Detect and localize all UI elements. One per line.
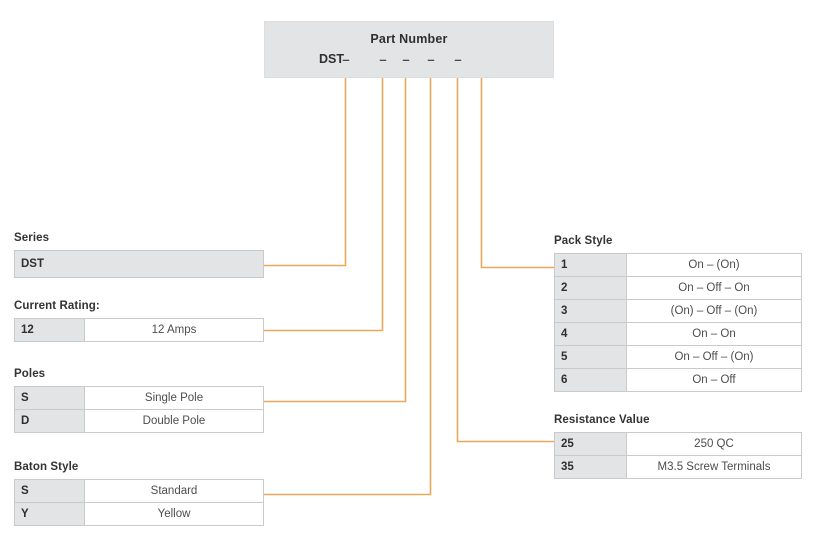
option-code: 12 (14, 318, 85, 342)
part-number-title: Part Number (370, 32, 448, 46)
part-number-slot-4: – (427, 52, 435, 67)
option-code: S (14, 386, 85, 410)
table-row: Y Yellow (14, 502, 264, 526)
option-code: 5 (554, 345, 627, 369)
group-label-baton-style: Baton Style (14, 461, 79, 473)
group-resistance-value: Resistance Value 25 250 QC 35 M3.5 Screw… (554, 414, 802, 479)
option-description: On – On (626, 322, 802, 346)
option-code: 1 (554, 253, 627, 277)
part-number-header-box: Part Number DST – – – – – (264, 21, 554, 78)
table-row: 4 On – On (554, 322, 802, 346)
group-poles: Poles S Single Pole D Double Pole (14, 368, 264, 433)
group-label-resistance-value: Resistance Value (554, 414, 650, 426)
option-description: On – Off – (On) (626, 345, 802, 369)
part-number-slot-3: – (402, 52, 410, 67)
part-number-prefix: DST (319, 52, 344, 66)
option-description: On – Off – On (626, 276, 802, 300)
connector-series (264, 78, 347, 267)
option-description: Double Pole (84, 409, 264, 433)
table-row: 25 250 QC (554, 432, 802, 456)
table-row: 35 M3.5 Screw Terminals (554, 455, 802, 479)
table-row: 1 On – (On) (554, 253, 802, 277)
group-label-pack-style: Pack Style (554, 235, 613, 247)
option-code: Y (14, 502, 85, 526)
series-value-cell: DST (14, 250, 264, 278)
option-code: 35 (554, 455, 627, 479)
table-row: 12 12 Amps (14, 318, 264, 342)
option-description: On – Off (626, 368, 802, 392)
part-number-slots: DST – – – – – (265, 52, 553, 78)
part-number-slot-2: – (379, 52, 387, 67)
table-row: DST (14, 250, 264, 278)
option-code: S (14, 479, 85, 503)
group-current-rating: Current Rating: 12 12 Amps (14, 300, 264, 342)
option-description: Single Pole (84, 386, 264, 410)
part-number-slot-5: – (454, 52, 462, 67)
option-code: 4 (554, 322, 627, 346)
table-row: 3 (On) – Off – (On) (554, 299, 802, 323)
part-number-slot-1: – (342, 52, 350, 67)
table-pack-style: 1 On – (On) 2 On – Off – On 3 (On) – Off… (554, 253, 802, 392)
option-code: 2 (554, 276, 627, 300)
connector-resistance-value (456, 78, 554, 443)
table-row: 5 On – Off – (On) (554, 345, 802, 369)
option-description: 12 Amps (84, 318, 264, 342)
option-description: Yellow (84, 502, 264, 526)
group-label-poles: Poles (14, 368, 46, 380)
option-code: 25 (554, 432, 627, 456)
table-row: S Standard (14, 479, 264, 503)
connector-current-rating (264, 78, 384, 332)
connector-pack-style (480, 78, 554, 269)
group-pack-style: Pack Style 1 On – (On) 2 On – Off – On 3… (554, 235, 802, 392)
group-series: Series DST (14, 232, 264, 278)
table-row: D Double Pole (14, 409, 264, 433)
option-description: 250 QC (626, 432, 802, 456)
table-baton-style: S Standard Y Yellow (14, 479, 264, 526)
connector-poles (264, 78, 407, 403)
table-poles: S Single Pole D Double Pole (14, 386, 264, 433)
option-description: M3.5 Screw Terminals (626, 455, 802, 479)
table-series: DST (14, 250, 264, 278)
table-row: 2 On – Off – On (554, 276, 802, 300)
table-row: 6 On – Off (554, 368, 802, 392)
group-baton-style: Baton Style S Standard Y Yellow (14, 461, 264, 526)
table-resistance-value: 25 250 QC 35 M3.5 Screw Terminals (554, 432, 802, 479)
option-code: 3 (554, 299, 627, 323)
option-description: (On) – Off – (On) (626, 299, 802, 323)
group-label-current-rating: Current Rating: (14, 300, 100, 312)
table-row: S Single Pole (14, 386, 264, 410)
table-current-rating: 12 12 Amps (14, 318, 264, 342)
option-description: Standard (84, 479, 264, 503)
connector-baton-style (264, 78, 432, 496)
option-code: 6 (554, 368, 627, 392)
option-description: On – (On) (626, 253, 802, 277)
group-label-series: Series (14, 232, 50, 244)
option-code: D (14, 409, 85, 433)
